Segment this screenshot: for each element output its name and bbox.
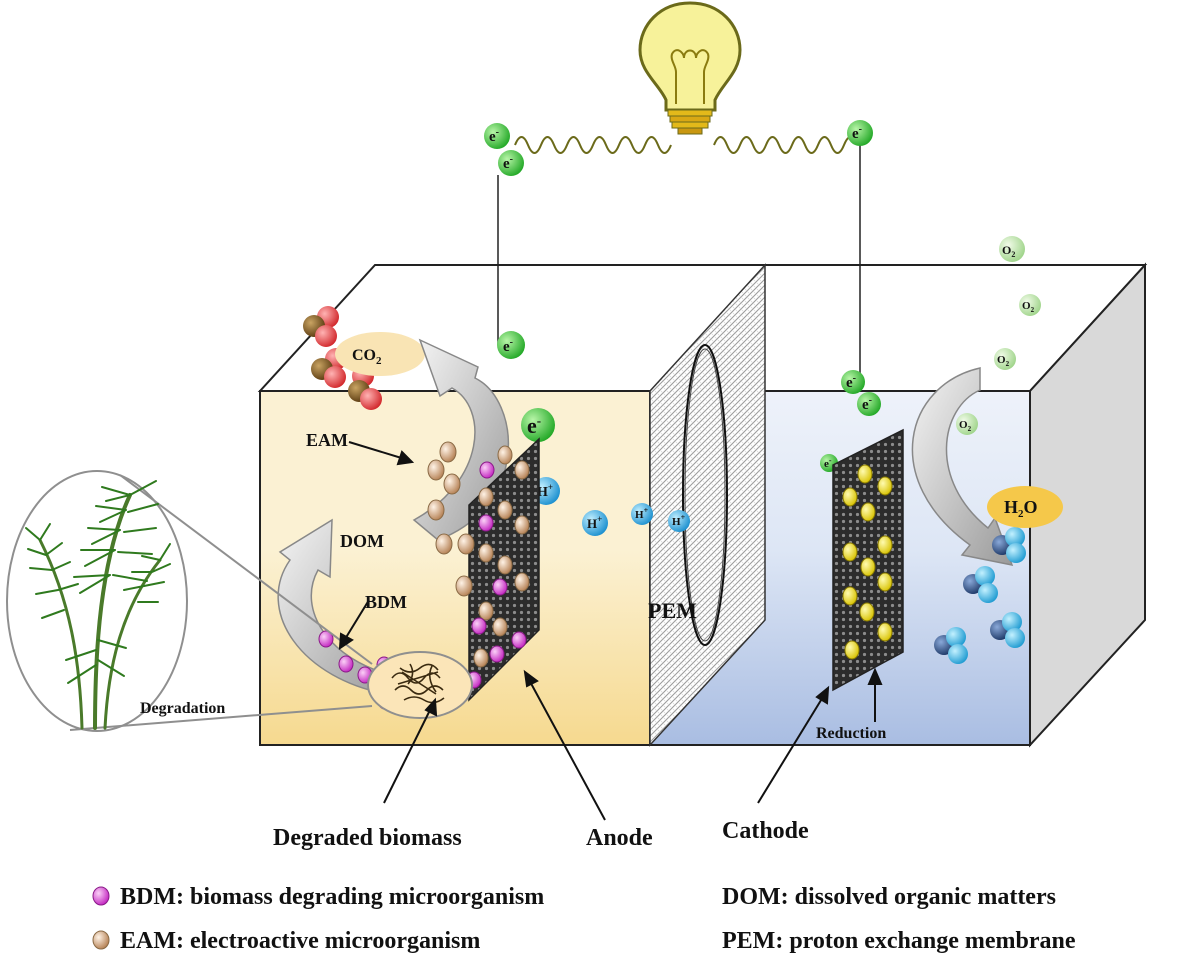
definition-dom: DOM: dissolved organic matters bbox=[722, 884, 1056, 910]
legend-item-bdm: BDM: biomass degrading microorganism bbox=[92, 884, 544, 910]
svg-text:O2: O2 bbox=[997, 354, 1010, 368]
degradation-label: Degradation bbox=[140, 700, 225, 717]
water-molecule bbox=[963, 566, 998, 603]
svg-text:e-: e- bbox=[527, 413, 541, 438]
pointer-arrows bbox=[338, 441, 883, 821]
cathode-bacteria bbox=[842, 464, 893, 660]
bdm-label: BDM bbox=[365, 592, 407, 612]
svg-text:EAM: electroactive microorgani: EAM: electroactive microorganism bbox=[120, 928, 480, 954]
co2-label: CO2 bbox=[335, 332, 425, 376]
electron: e- bbox=[497, 331, 525, 359]
water-molecule bbox=[990, 612, 1025, 648]
electron: e- bbox=[484, 123, 510, 149]
svg-text:H+: H+ bbox=[537, 482, 553, 500]
anode-label: Anode bbox=[586, 825, 653, 851]
svg-text:H+: H+ bbox=[587, 514, 602, 531]
svg-text:H2O: H2O bbox=[1004, 497, 1038, 520]
plant-icon bbox=[25, 480, 171, 730]
electron: e- bbox=[847, 120, 873, 146]
water-molecule bbox=[934, 627, 968, 664]
pem-label: PEM bbox=[648, 598, 697, 623]
proton: H+ bbox=[631, 503, 653, 525]
oxygen-molecule: O2 bbox=[956, 413, 978, 435]
definition-pem: PEM: proton exchange membrane bbox=[722, 928, 1076, 954]
cathode-label: Cathode bbox=[722, 818, 809, 844]
svg-text:e-: e- bbox=[852, 124, 862, 142]
electron: e- bbox=[857, 392, 881, 416]
svg-text:O2: O2 bbox=[1002, 243, 1015, 259]
oxygen-group: O2 O2 O2 O2 bbox=[956, 236, 1041, 435]
oxygen-molecule: O2 bbox=[994, 348, 1016, 370]
eam-bacteria bbox=[427, 441, 530, 668]
svg-text:e-: e- bbox=[824, 456, 832, 470]
eam-label: EAM bbox=[306, 430, 348, 450]
svg-text:e-: e- bbox=[503, 154, 513, 172]
resistor-wire bbox=[514, 136, 858, 154]
oxygen-molecule: O2 bbox=[999, 236, 1025, 262]
svg-text:H+: H+ bbox=[672, 513, 686, 528]
svg-text:e-: e- bbox=[489, 127, 499, 145]
h2o-label: H2O bbox=[987, 486, 1063, 528]
oxygen-molecule: O2 bbox=[1019, 294, 1041, 316]
external-circuit bbox=[497, 136, 861, 380]
o2-to-h2o-arrow bbox=[911, 367, 1014, 566]
electron: e- bbox=[498, 150, 524, 176]
legend: BDM: biomass degrading microorganism EAM… bbox=[92, 884, 1076, 954]
svg-text:e-: e- bbox=[846, 373, 856, 391]
electron: e- bbox=[841, 370, 865, 394]
svg-text:BDM: biomass degrading microor: BDM: biomass degrading microorganism bbox=[120, 884, 544, 910]
svg-text:CO2: CO2 bbox=[352, 347, 382, 367]
light-bulb-icon bbox=[638, 1, 742, 135]
pem-membrane bbox=[649, 263, 766, 747]
water-molecules bbox=[934, 527, 1026, 664]
legend-item-eam: EAM: electroactive microorganism bbox=[92, 928, 480, 954]
dom-label: DOM bbox=[340, 531, 384, 551]
proton: H+ bbox=[582, 510, 608, 536]
plant-magnifier bbox=[6, 470, 373, 732]
degraded-biomass-cluster bbox=[367, 651, 473, 719]
co2-molecule bbox=[303, 306, 339, 347]
water-molecule bbox=[992, 527, 1026, 563]
electron: e- bbox=[521, 408, 555, 442]
svg-text:O2: O2 bbox=[959, 419, 972, 433]
reduction-label: Reduction bbox=[816, 725, 886, 742]
electron-group: e- e- e- e- e- e- e- e- bbox=[484, 120, 881, 472]
svg-text:H+: H+ bbox=[635, 506, 649, 521]
proton-group: H+ H+ H+ H+ bbox=[532, 477, 690, 536]
svg-text:e-: e- bbox=[503, 337, 513, 355]
svg-text:e-: e- bbox=[862, 395, 872, 413]
svg-text:O2: O2 bbox=[1022, 300, 1035, 314]
proton: H+ bbox=[668, 510, 690, 532]
degraded-biomass-label: Degraded biomass bbox=[273, 825, 462, 851]
biomass-to-dom-arrow bbox=[277, 518, 393, 696]
